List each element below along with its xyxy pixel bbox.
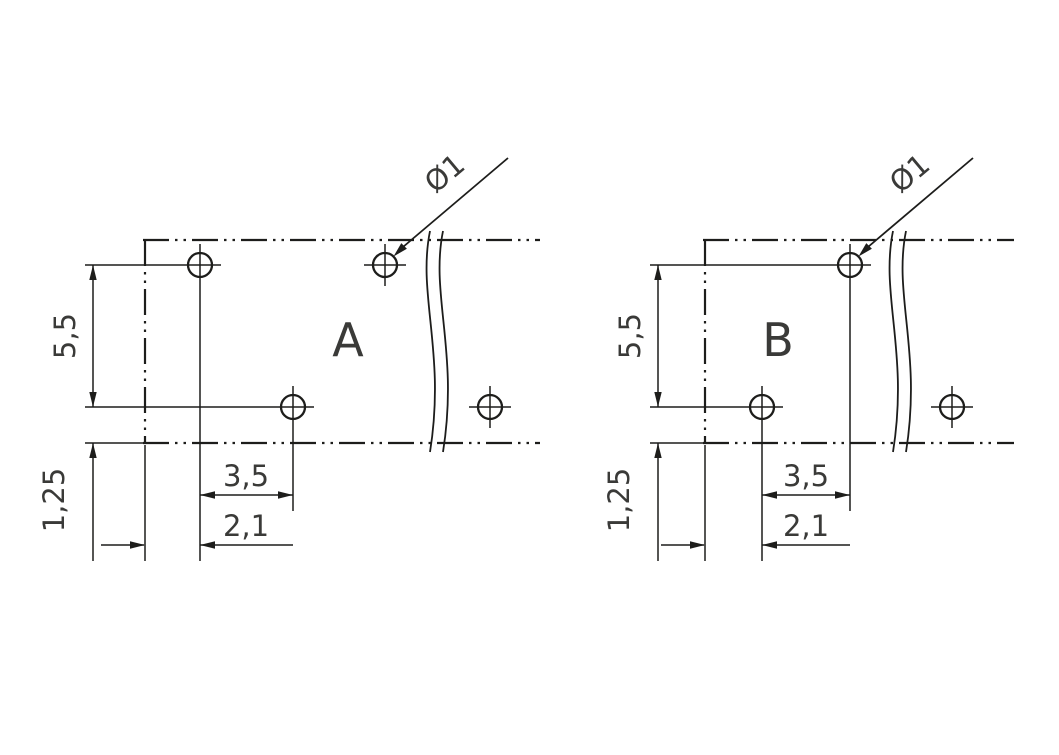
arrow-up-icon xyxy=(89,265,97,280)
drill-hole xyxy=(938,393,966,421)
dimension-text-row-spacing: 5,5 xyxy=(48,313,82,359)
arrow-down-icon xyxy=(654,392,662,407)
drill-hole-bottom-right-b xyxy=(931,386,973,428)
hole-diameter-text: Ø1 xyxy=(883,147,936,200)
leader-line xyxy=(402,157,509,248)
board-outline-b xyxy=(703,238,1014,445)
drill-hole-bottom-left-a xyxy=(85,386,314,511)
dimension-text-stagger: 3,5 xyxy=(783,459,829,493)
arrow-up-icon xyxy=(654,443,662,458)
arrow-up-icon xyxy=(654,265,662,280)
drill-hole xyxy=(476,393,504,421)
hole-diameter-text: Ø1 xyxy=(418,147,471,200)
dimension-edge-to-hole-b: 2,1 xyxy=(661,445,850,561)
arrow-left-icon xyxy=(200,541,215,549)
drill-hole xyxy=(836,251,864,279)
break-line xyxy=(425,230,436,453)
arrow-right-icon xyxy=(130,541,145,549)
drill-hole-top-right-a xyxy=(364,244,406,286)
dimension-stagger-b: 3,5 xyxy=(762,459,850,499)
arrow-down-left-icon xyxy=(858,243,872,257)
arrow-right-icon xyxy=(835,491,850,499)
drill-hole-bottom-right-a xyxy=(469,386,511,428)
arrow-up-icon xyxy=(89,443,97,458)
diagram-b: 5,5 1,25 3,5 2,1 Ø1 xyxy=(602,147,1014,561)
dimension-text-edge-offset: 1,25 xyxy=(602,468,636,533)
diagram-a: 5,5 1,25 3,5 2,1 Ø1 xyxy=(37,147,540,561)
drill-hole xyxy=(279,393,307,421)
break-line xyxy=(438,230,449,453)
drill-hole xyxy=(748,393,776,421)
dimension-edge-offset-b: 1,25 xyxy=(602,442,706,561)
break-line xyxy=(888,230,899,453)
board-outline-a xyxy=(143,238,540,445)
dimension-edge-offset-a: 1,25 xyxy=(37,442,144,561)
dimension-row-spacing-a: 5,5 xyxy=(48,265,97,407)
arrow-down-icon xyxy=(89,392,97,407)
dimension-stagger-a: 3,5 xyxy=(200,459,293,499)
drill-hole-top-b xyxy=(650,244,871,511)
arrow-left-icon xyxy=(762,491,777,499)
dimension-text-edge-to-hole: 2,1 xyxy=(783,509,829,543)
arrow-left-icon xyxy=(762,541,777,549)
break-line xyxy=(901,230,912,453)
drill-hole xyxy=(371,251,399,279)
drill-hole xyxy=(186,251,214,279)
dimension-text-edge-to-hole: 2,1 xyxy=(223,509,269,543)
variant-label-b: B xyxy=(762,313,794,367)
dimension-text-stagger: 3,5 xyxy=(223,459,269,493)
variant-label-a: A xyxy=(332,313,364,367)
arrow-down-left-icon xyxy=(393,243,407,257)
dimension-row-spacing-b: 5,5 xyxy=(613,265,662,407)
break-lines-b xyxy=(888,230,912,453)
arrow-right-icon xyxy=(278,491,293,499)
dimension-text-row-spacing: 5,5 xyxy=(613,313,647,359)
arrow-left-icon xyxy=(200,491,215,499)
drill-hole-top-left-a xyxy=(85,244,221,561)
arrow-right-icon xyxy=(690,541,705,549)
dimension-text-edge-offset: 1,25 xyxy=(37,468,71,533)
drill-hole-bottom-left-b xyxy=(650,386,783,561)
dimension-edge-to-hole-a: 2,1 xyxy=(101,445,293,561)
break-lines-a xyxy=(425,230,449,453)
leader-line xyxy=(867,157,974,248)
